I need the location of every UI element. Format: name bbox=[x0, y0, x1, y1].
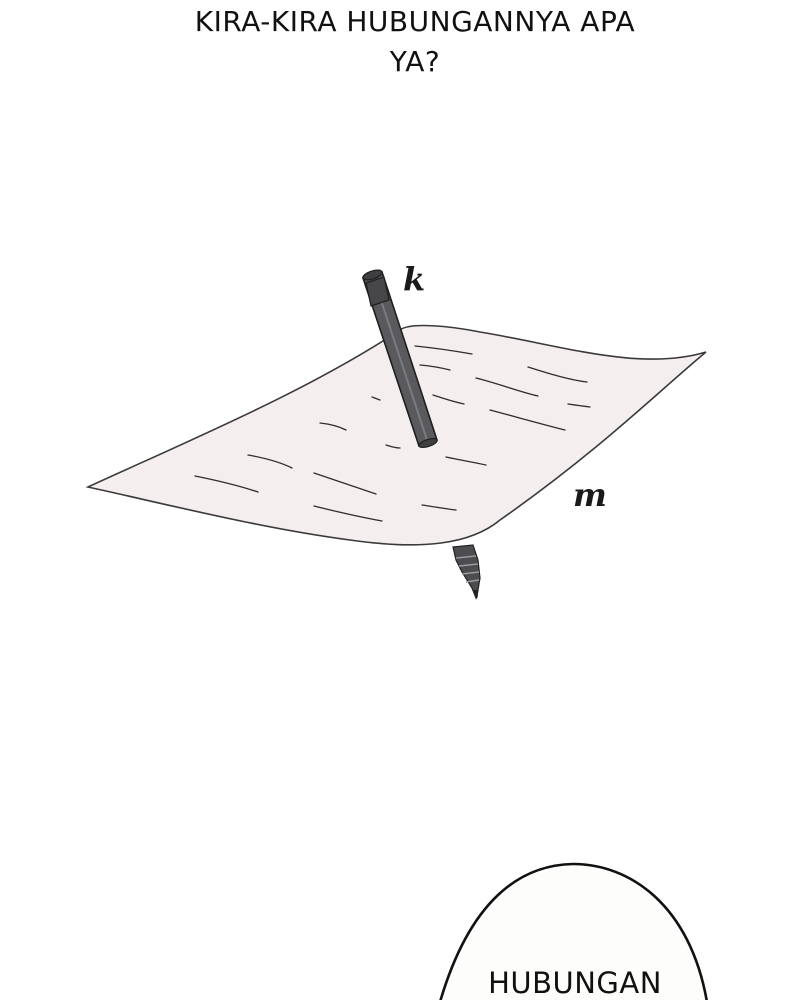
pen-tip-below-paper bbox=[452, 544, 481, 600]
speech-bubble-text: HUBUNGAN bbox=[488, 966, 662, 1000]
question-heading: KIRA-KIRA HUBUNGANNYA APA YA? bbox=[0, 2, 800, 82]
plane-label-m: m bbox=[573, 476, 607, 514]
line-label-k: k bbox=[403, 260, 426, 298]
paper-text-lines bbox=[194, 345, 591, 522]
question-heading-line-1: KIRA-KIRA HUBUNGANNYA APA bbox=[194, 5, 636, 38]
question-heading-line-2: YA? bbox=[389, 45, 441, 78]
speech-bubble bbox=[439, 862, 708, 1000]
paper-plane-m bbox=[85, 324, 707, 546]
pen-line-k bbox=[361, 269, 439, 449]
